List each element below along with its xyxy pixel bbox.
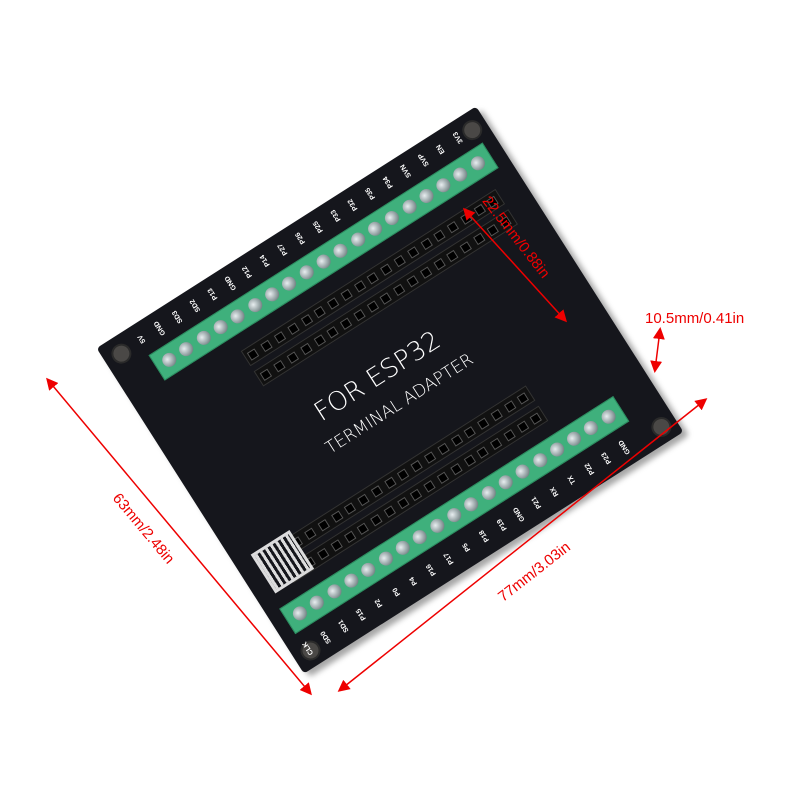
hole-offset-dimension-label: 10.5mm/0.41in	[645, 310, 745, 327]
header-gap-dimension-line	[462, 207, 568, 323]
height-dimension-line	[46, 377, 312, 696]
hole-offset-dimension-line	[650, 327, 665, 373]
width-dimension-line	[337, 398, 708, 692]
